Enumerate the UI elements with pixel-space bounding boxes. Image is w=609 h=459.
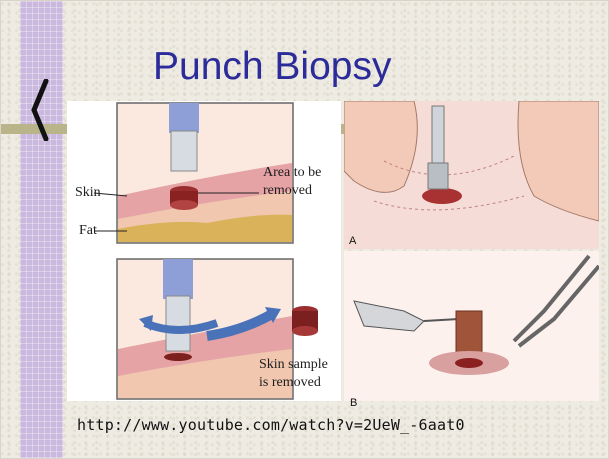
decorative-side-bar	[20, 1, 63, 459]
label-b: B	[350, 397, 357, 409]
label-fat: Fat	[79, 223, 97, 239]
diagram-illustration	[67, 101, 341, 401]
illustration-b: B	[344, 251, 599, 401]
label-area-line2: removed	[263, 183, 312, 199]
slide-title: Punch Biopsy	[153, 45, 391, 89]
illustration-a: A	[344, 101, 599, 249]
chevron-left-icon	[28, 79, 50, 141]
video-link[interactable]: http://www.youtube.com/watch?v=2UeW_-6aa…	[77, 416, 465, 434]
label-skin: Skin	[75, 185, 101, 201]
label-sample-line1: Skin sample	[259, 357, 328, 373]
label-area-line1: Area to be	[263, 165, 321, 181]
label-sample-line2: is removed	[259, 375, 321, 391]
punch-biopsy-diagram: Skin Fat Area to be removed Skin sample …	[67, 101, 341, 401]
label-a: A	[349, 235, 356, 247]
